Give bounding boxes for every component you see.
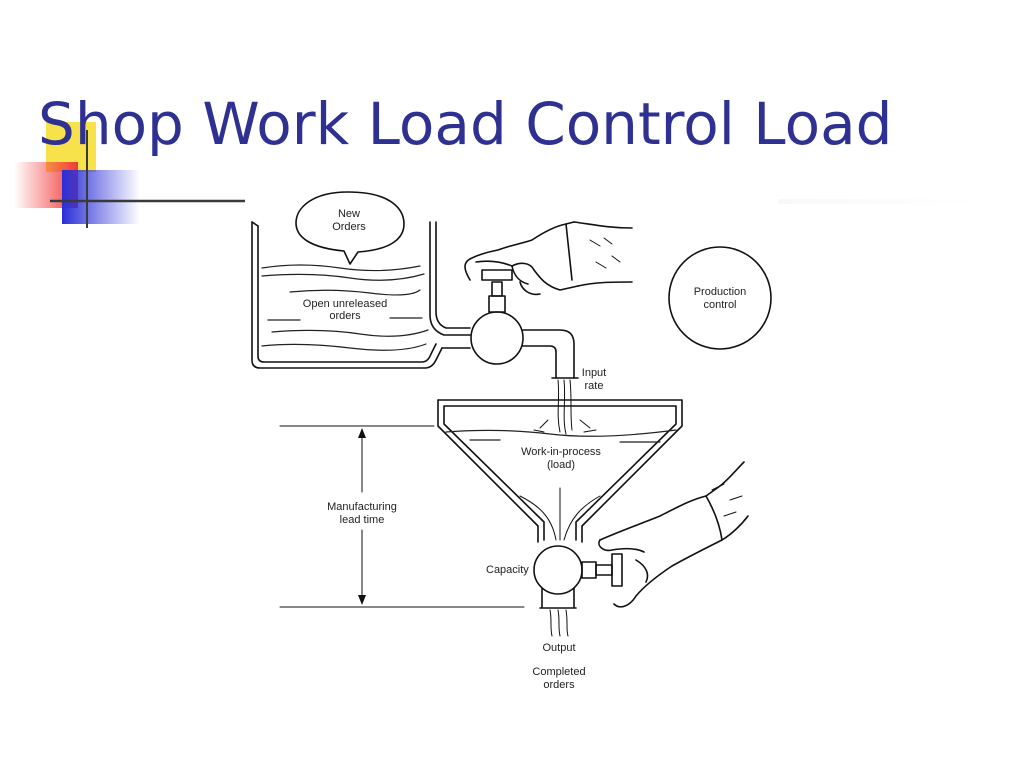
new-orders-bubble: New Orders bbox=[295, 191, 405, 265]
input-valve-icon bbox=[470, 269, 579, 379]
slide-decoration bbox=[14, 122, 978, 228]
lead-time-dimension-arrow-icon bbox=[279, 425, 525, 608]
decor-blue-square bbox=[62, 170, 140, 224]
wip-label-1: Work-in-process bbox=[521, 446, 601, 458]
input-rate-label-2: rate bbox=[585, 380, 604, 392]
input-rate-label-1: Input bbox=[582, 367, 606, 379]
upper-hand-icon bbox=[464, 221, 633, 296]
capacity-label: Capacity bbox=[486, 564, 529, 576]
reservoir-tank bbox=[251, 221, 471, 369]
open-orders-label-2: orders bbox=[329, 310, 361, 322]
completed-label-2: orders bbox=[543, 679, 575, 691]
lower-hand-icon bbox=[598, 461, 749, 608]
decor-faint-rule bbox=[778, 199, 978, 204]
wip-label-2: (load) bbox=[547, 459, 575, 471]
production-control-label-2: control bbox=[703, 299, 736, 311]
new-orders-label-1: New bbox=[338, 208, 360, 220]
production-control-circle: Production control bbox=[668, 246, 772, 350]
lead-time-label-2: lead time bbox=[340, 514, 385, 526]
lead-time-label-1: Manufacturing bbox=[327, 501, 397, 513]
output-stream bbox=[549, 609, 569, 637]
capacity-valve-icon bbox=[533, 545, 623, 609]
new-orders-label-2: Orders bbox=[332, 221, 366, 233]
production-control-label-1: Production bbox=[694, 286, 747, 298]
slide-title: Shop Work Load Control Load bbox=[38, 90, 893, 158]
open-orders-label-1: Open unreleased bbox=[303, 298, 387, 310]
wip-funnel bbox=[437, 399, 683, 543]
completed-label-1: Completed bbox=[532, 666, 585, 678]
output-label: Output bbox=[542, 642, 575, 654]
